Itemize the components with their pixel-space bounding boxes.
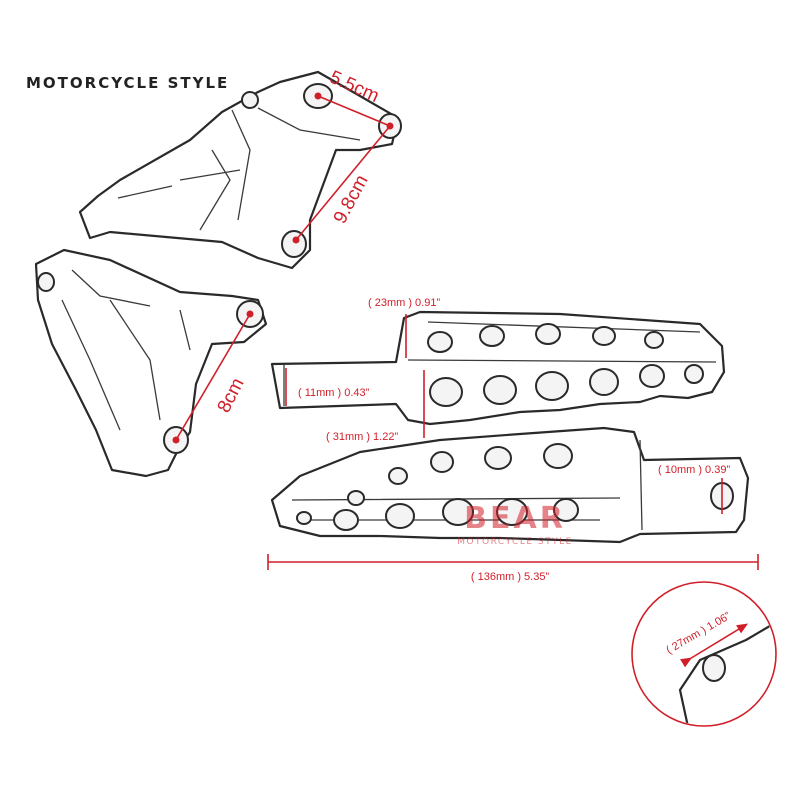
tip-detail: ( 27mm ) 1.06” [631,581,777,727]
lower-length-label: 8cm [214,375,249,417]
upper-peg-holes [427,323,704,407]
shaft-height-label: ( 11mm ) 0.43” [298,387,370,399]
watermark-logo: BEAR [464,501,566,536]
watermark-tagline: MOTORCYCLE STYLE [457,537,573,547]
total-length-label: ( 136mm ) 5.35” [471,571,550,583]
top-height-label: ( 23mm ) 0.91” [368,297,440,309]
lower-length-line [175,313,251,441]
top-width-line [317,95,391,127]
lower-bracket: 8cm [34,248,268,478]
body-height-label: ( 31mm ) 1.22” [326,431,398,443]
top-length-line [295,125,391,241]
lower-foot-peg: ( 10mm ) 0.39” BEAR MOTORCYCLE STYLE [270,426,750,547]
upper-foot-peg: ( 23mm ) 0.91” ( 11mm ) 0.43” ( 31mm ) 1… [270,297,726,443]
brand-title: MOTORCYCLE STYLE [26,74,230,92]
total-length-dimension: ( 136mm ) 5.35” [267,554,759,583]
hole-diameter-label: ( 10mm ) 0.39” [658,464,730,476]
top-length-label: 9.8cm [330,172,373,228]
upper-bracket: 5.5cm 9.8cm [78,67,402,270]
